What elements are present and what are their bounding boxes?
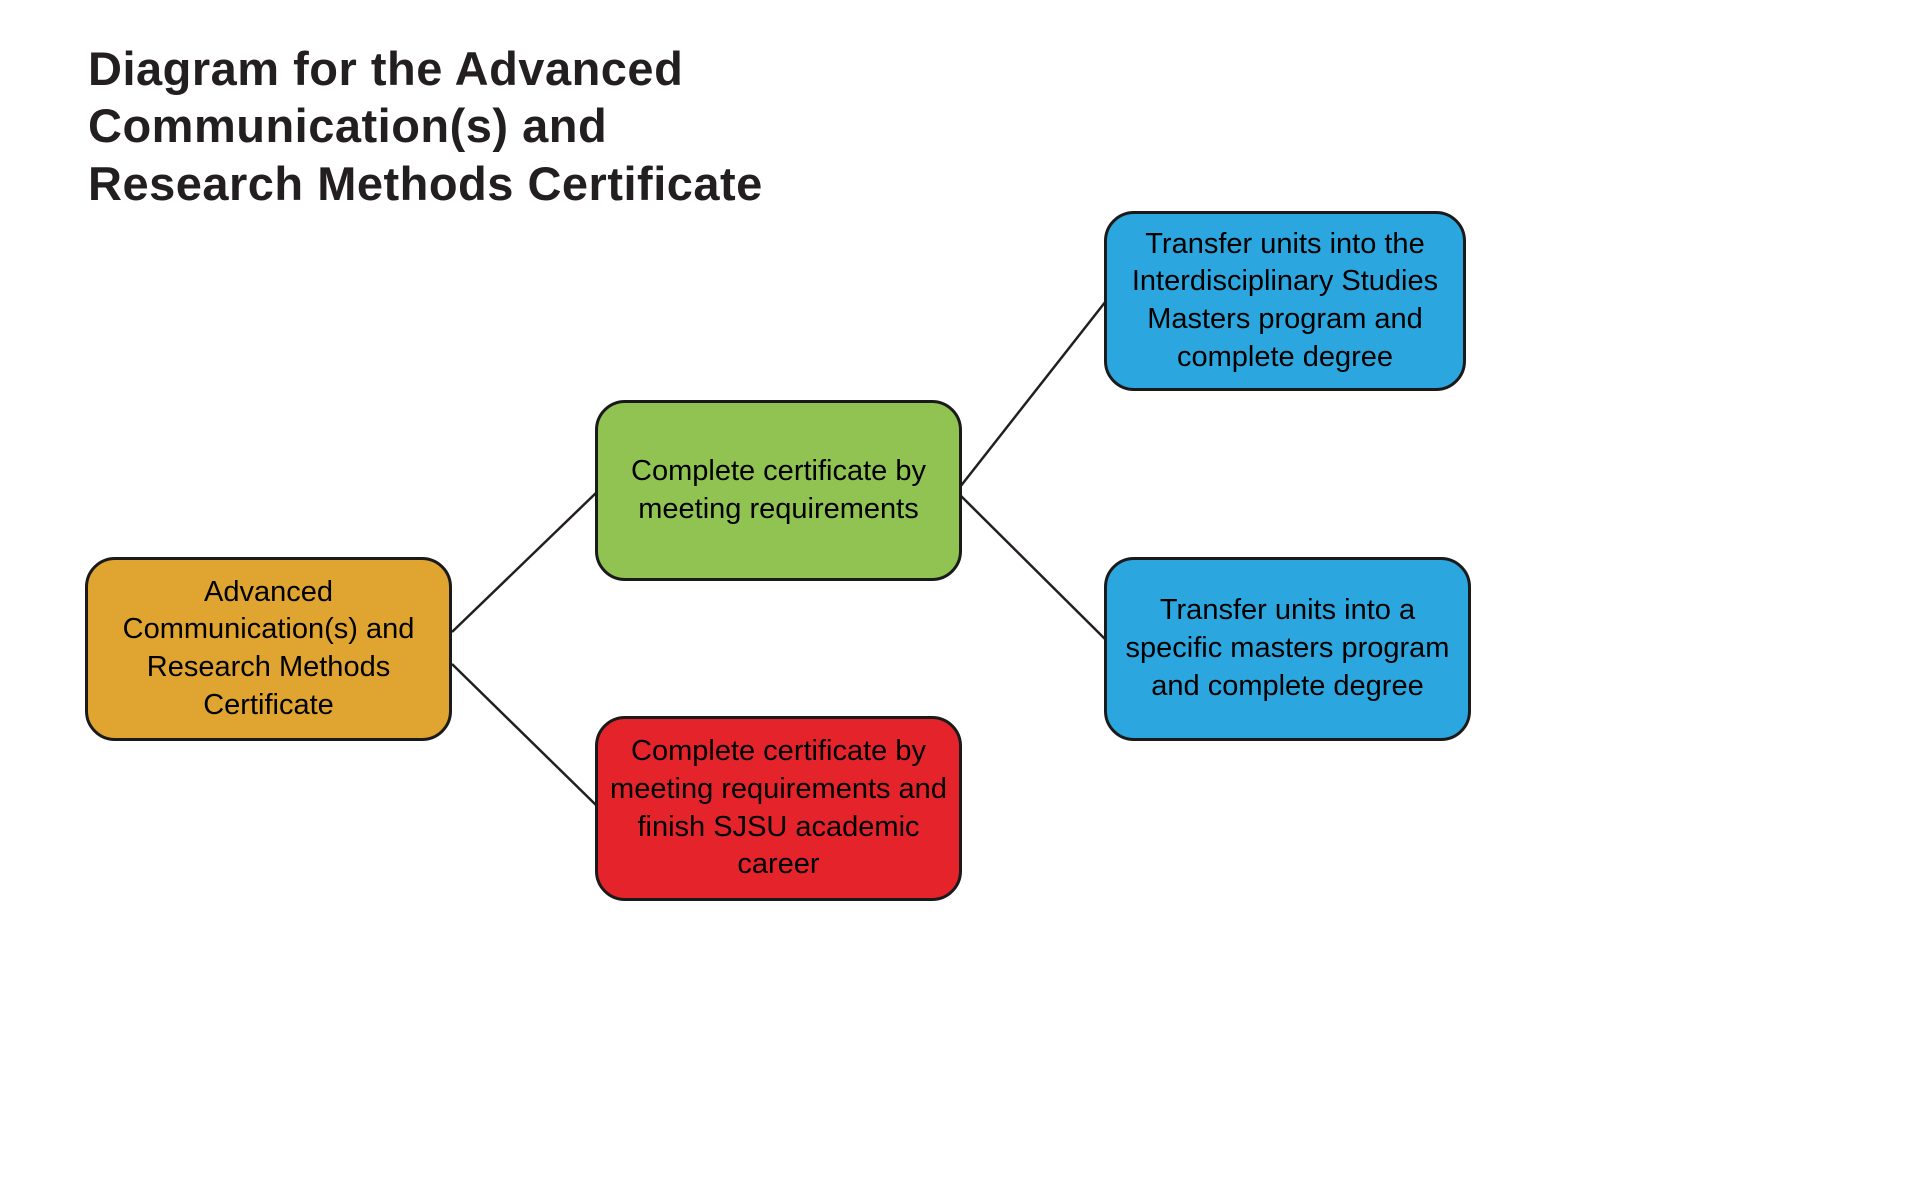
node-complete-and-finish-label: Complete certificate by meeting requirem… <box>610 735 947 881</box>
node-transfer-specific-masters-label: Transfer units into a specific masters p… <box>1125 594 1450 702</box>
edge-complete-to-transfer-specific <box>959 494 1107 641</box>
node-complete-certificate-label: Complete certificate by meeting requirem… <box>631 454 926 525</box>
edge-certificate-to-complete <box>451 491 598 633</box>
edge-certificate-to-finish <box>451 663 598 807</box>
node-certificate: Advanced Communication(s) and Research M… <box>85 557 452 741</box>
diagram-title: Diagram for the Advanced Communication(s… <box>88 42 763 210</box>
edge-complete-to-transfer-ims <box>959 300 1107 488</box>
node-transfer-specific-masters: Transfer units into a specific masters p… <box>1104 557 1471 741</box>
node-certificate-label: Advanced Communication(s) and Research M… <box>122 575 415 721</box>
node-complete-certificate: Complete certificate by meeting requirem… <box>595 400 962 581</box>
node-transfer-interdisciplinary: Transfer units into the Interdisciplinar… <box>1104 211 1466 391</box>
node-complete-and-finish: Complete certificate by meeting requirem… <box>595 716 962 901</box>
node-transfer-interdisciplinary-label: Transfer units into the Interdisciplinar… <box>1131 227 1439 373</box>
